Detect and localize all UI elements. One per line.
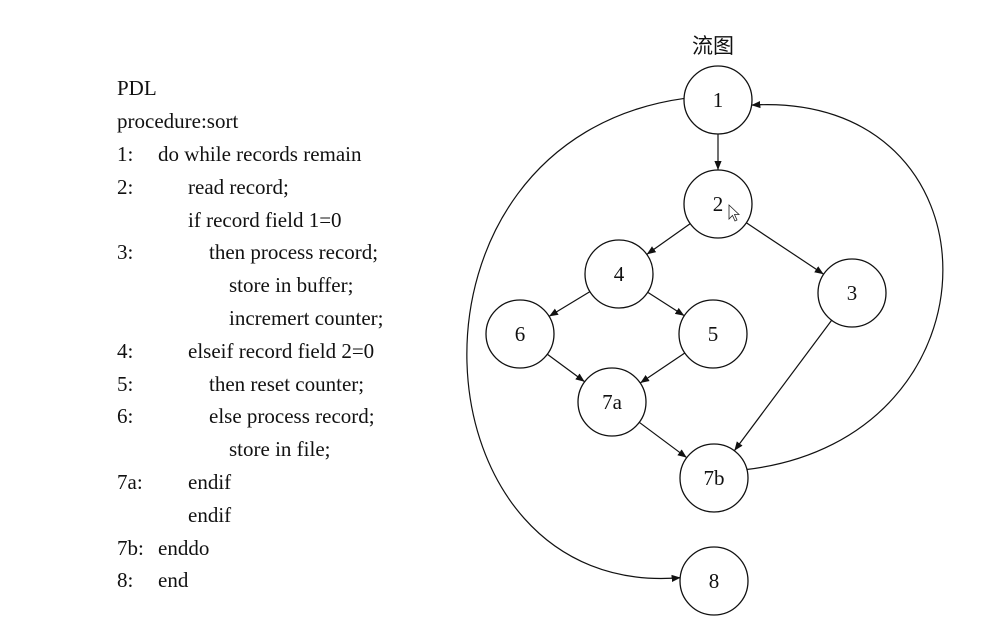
edge-4-to-5 (647, 291, 685, 317)
flow-node-8: 8 (679, 546, 749, 616)
flow-node-7b: 7b (679, 443, 749, 513)
flow-node-5: 5 (678, 299, 748, 369)
pdl-line-number: 5: (117, 371, 134, 396)
edge-7b-to-1 (746, 100, 944, 471)
flow-node-1: 1 (683, 65, 753, 135)
flow-node-circle (817, 258, 887, 328)
flow-node-label: 1 (713, 88, 724, 112)
pdl-line-text: then process record; (209, 240, 379, 265)
flow-node-circle (679, 443, 749, 513)
flow-node-6: 6 (485, 299, 555, 369)
pdl-listing: PDL procedure:sort 1: do while records re… (0, 0, 440, 622)
pdl-line-text: then reset counter; (209, 371, 365, 396)
pdl-line-number: 7b: (117, 535, 144, 560)
pdl-line-number: 1: (117, 142, 134, 166)
flow-node-2: 2 (683, 169, 753, 239)
edge-2-to-3 (745, 222, 825, 275)
pdl-line-text: do while records remain (158, 142, 362, 166)
pdl-line-number: 8: (117, 568, 134, 593)
flow-node-label: 3 (847, 281, 858, 305)
edge-3-to-7b (733, 319, 833, 452)
pdl-line-text: endif (188, 470, 232, 494)
pdl-line-number: 7a: (117, 470, 143, 494)
flow-node-circle (577, 367, 647, 437)
pdl-line-text: read record; (188, 174, 289, 199)
flow-node-label: 7b (704, 466, 725, 490)
pdl-line-number: 6: (117, 404, 134, 429)
flow-graph-title: 流图 (692, 34, 734, 58)
flow-node-circle (678, 299, 748, 369)
pdl-line-text: end (158, 568, 189, 593)
edge-5-to-7a (639, 352, 686, 384)
mouse-cursor-icon (728, 204, 741, 222)
flow-node-label: 6 (515, 322, 526, 346)
pdl-line-text: endif (188, 502, 232, 527)
pdl-line-text: enddo (158, 535, 210, 560)
edge-1-to-8 (466, 97, 686, 582)
pdl-line-number: 4: (117, 338, 134, 363)
flow-node-3: 3 (817, 258, 887, 328)
flow-node-label: 8 (709, 569, 720, 593)
flow-node-circle (679, 546, 749, 616)
pdl-line-text: else process record; (209, 404, 375, 429)
flow-node-circle (584, 239, 654, 309)
flow-node-label: 7a (602, 390, 623, 414)
flow-node-circle (485, 299, 555, 369)
pdl-procedure: procedure:sort (117, 109, 239, 133)
pdl-line-text: store in file; (229, 437, 331, 462)
edge-4-to-6 (548, 291, 591, 317)
flow-node-4: 4 (584, 239, 654, 309)
pdl-line-text: store in buffer; (229, 273, 354, 298)
edge-6-to-7a (546, 353, 586, 383)
edge-2-to-4 (646, 223, 691, 255)
flow-node-label: 5 (708, 322, 719, 346)
pdl-line-text: incremert counter; (229, 306, 384, 330)
pdl-heading: PDL (117, 76, 157, 100)
flow-node-7a: 7a (577, 367, 647, 437)
flow-node-label: 4 (614, 262, 625, 286)
pdl-line-text: elseif record field 2=0 (188, 338, 375, 363)
flow-node-circle (683, 65, 753, 135)
pdl-line-text: if record field 1=0 (188, 207, 342, 232)
pdl-line-number: 2: (117, 174, 134, 199)
pdl-line-number: 3: (117, 240, 134, 265)
edge-7a-to-7b (638, 421, 688, 459)
flow-node-label: 2 (713, 192, 724, 216)
